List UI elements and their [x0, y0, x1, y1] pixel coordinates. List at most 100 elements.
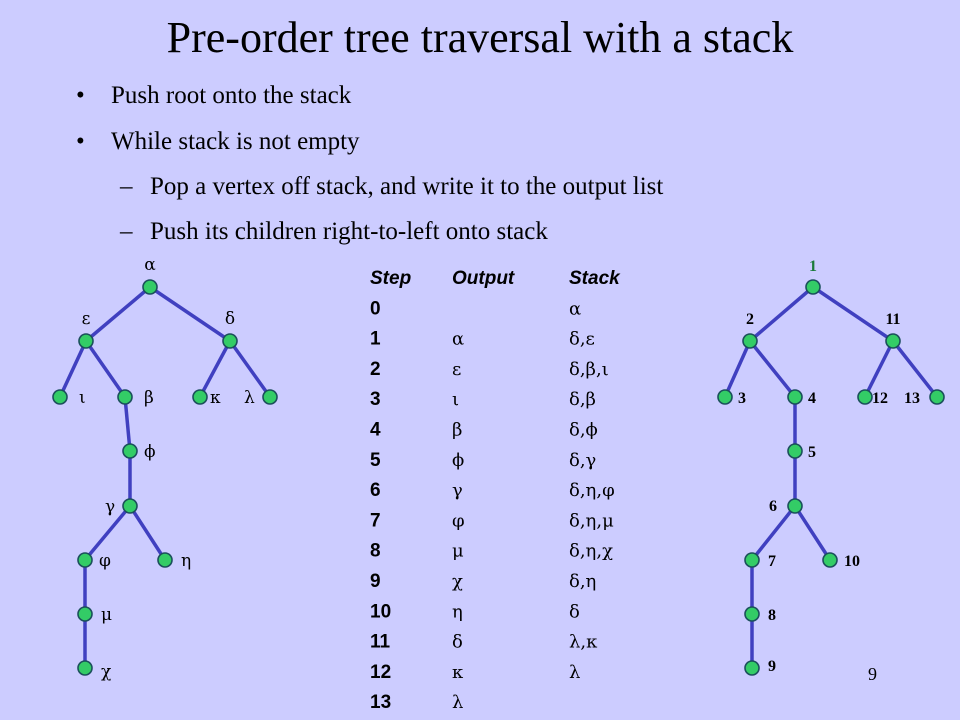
table-cell-stack: α [569, 298, 581, 319]
bullet-marker: • [76, 82, 85, 109]
table-header-stack: Stack [569, 268, 621, 289]
right-tree-node-label: 13 [904, 390, 920, 407]
table-cell-stack: δ,ϕ [569, 420, 598, 441]
left-tree-node [77, 552, 93, 568]
right-tree-edge [793, 505, 832, 561]
left-tree-node [52, 389, 68, 405]
table-cell-output: φ [452, 510, 465, 531]
right-tree-node-label: 1 [809, 258, 817, 275]
left-tree-edge [83, 504, 132, 562]
left-tree-node-label: κ [210, 388, 221, 408]
right-tree-edge [748, 339, 797, 399]
left-tree-node [78, 333, 94, 349]
left-tree-node-label: δ [225, 309, 235, 329]
table-cell-output: ε [452, 359, 461, 380]
table-cell-step: 12 [370, 662, 391, 683]
bullet-text: While stack is not empty [111, 128, 360, 155]
table-cell-output: γ [452, 480, 463, 501]
table-cell-stack: δ,η [569, 571, 596, 592]
right-tree-edge [812, 285, 894, 343]
page-number: 9 [868, 664, 877, 684]
left-tree-node-label: μ [101, 605, 112, 625]
table-header-step: Step [370, 268, 411, 289]
right-tree-node [805, 279, 821, 295]
right-tree-edge [748, 285, 815, 343]
right-tree-node [929, 389, 945, 405]
left-tree-edge [123, 396, 132, 452]
right-tree-node-label: 7 [768, 553, 776, 570]
left-tree-node-label: ϕ [144, 442, 156, 462]
left-tree-node [77, 660, 93, 676]
left-tree-node [222, 333, 238, 349]
right-tree-node-label: 12 [872, 390, 888, 407]
table-cell-step: 1 [370, 329, 381, 350]
table-cell-step: 10 [370, 601, 391, 622]
table-cell-stack: δ,β,ι [569, 359, 609, 380]
bullet-text: Pop a vertex off stack, and write it to … [150, 173, 664, 200]
left-tree-edge [84, 339, 127, 399]
right-tree-node-label: 10 [844, 553, 860, 570]
left-tree-edge [228, 339, 272, 399]
table-cell-stack: δ,η,χ [569, 541, 613, 562]
bullet-marker: • [76, 128, 85, 155]
table-cell-output: κ [452, 662, 464, 683]
right-tree-node [744, 606, 760, 622]
table-cell-output: ϕ [452, 450, 464, 471]
table-cell-step: 0 [370, 298, 381, 319]
left-tree-edge [84, 285, 152, 343]
table-cell-step: 8 [370, 541, 381, 562]
left-tree-edge [198, 340, 232, 398]
right-tree-node-label: 6 [769, 498, 777, 515]
table-cell-step: 2 [370, 359, 381, 380]
right-tree-node-label: 4 [808, 390, 816, 407]
right-tree-node [857, 389, 873, 405]
left-tree-node [122, 498, 138, 514]
table-cell-output: α [452, 329, 464, 350]
right-tree-node [885, 333, 901, 349]
table-cell-stack: δ,η,μ [569, 510, 614, 531]
table-cell-stack: λ [569, 662, 580, 683]
right-tree-node [787, 498, 803, 514]
bullet-text: Push its children right-to-left onto sta… [150, 218, 548, 245]
left-tree-node [122, 443, 138, 459]
table-header-output: Output [452, 268, 515, 289]
table-cell-step: 4 [370, 420, 381, 441]
right-tree-edge [750, 504, 797, 562]
table-cell-step: 3 [370, 389, 381, 410]
table-cell-output: χ [452, 571, 463, 592]
left-tree-edge [149, 285, 231, 343]
table-cell-step: 13 [370, 692, 391, 713]
table-cell-output: λ [452, 692, 463, 713]
right-tree-node [744, 660, 760, 676]
table-cell-output: μ [452, 541, 464, 562]
right-tree-node-label: 8 [768, 607, 776, 624]
left-tree-edge [128, 505, 167, 561]
table-cell-output: η [452, 601, 463, 622]
right-tree-node [787, 389, 803, 405]
table-cell-step: 7 [370, 510, 381, 531]
left-tree-node [192, 389, 208, 405]
right-tree-node-label: 5 [808, 444, 816, 461]
right-tree-node [822, 552, 838, 568]
table-cell-step: 11 [370, 632, 391, 653]
right-tree-node-label: 3 [738, 390, 746, 407]
left-tree-node-label: γ [105, 497, 115, 517]
table-cell-stack: δ,β [569, 389, 596, 410]
bullet-text: Push root onto the stack [111, 82, 352, 109]
table-cell-stack: δ [569, 601, 580, 622]
right-tree-edge [863, 340, 895, 398]
table-cell-output: δ [452, 632, 463, 653]
right-tree-node-label: 11 [885, 311, 900, 328]
right-tree-edge [891, 339, 939, 399]
table-cell-step: 9 [370, 571, 381, 592]
left-tree-node [157, 552, 173, 568]
left-tree-node-label: ι [79, 388, 86, 408]
left-tree-node-label: χ [101, 662, 111, 682]
table-cell-stack: δ,ε [569, 329, 595, 350]
table-cell-output: ι [452, 389, 459, 410]
table-cell-step: 5 [370, 450, 381, 471]
slide-title: Pre-order tree traversal with a stack [166, 13, 794, 62]
left-tree-node [262, 389, 278, 405]
left-tree-node-label: λ [244, 388, 255, 408]
